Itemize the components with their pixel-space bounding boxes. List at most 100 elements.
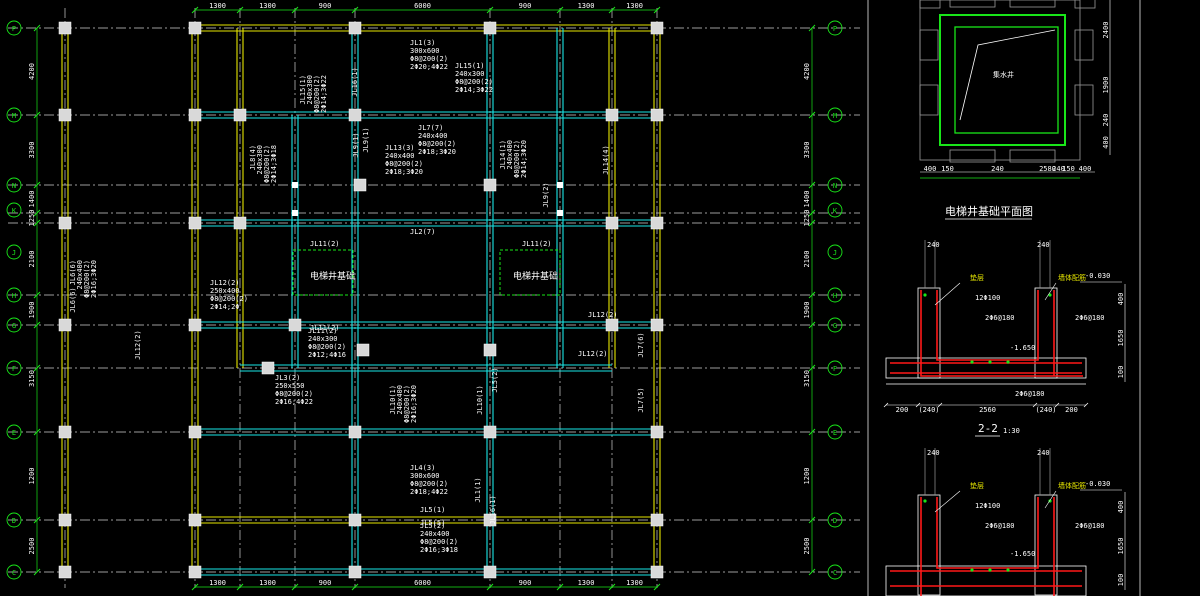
small-column-0 xyxy=(292,182,298,188)
column-40 xyxy=(261,361,275,375)
bottom-dim-label-0: 1300 xyxy=(209,579,226,587)
axis-bubble-right-1 xyxy=(827,107,843,123)
small-column-1 xyxy=(557,182,563,188)
beam-label-jl11-3: 2Φ12;4Φ16 xyxy=(308,351,346,359)
beam-label-jl8-0: JL8(4) xyxy=(249,145,257,170)
left-dim-label-2: 1400 xyxy=(28,191,36,208)
right-dim-tick-6 xyxy=(808,321,816,329)
bottom-dim-tick-2 xyxy=(291,583,299,591)
column-12 xyxy=(605,216,619,230)
s1-right-tag: 墙体配筋 xyxy=(1058,273,1086,282)
beam-label-jl14-2: Φ8@200(2) xyxy=(513,140,521,178)
axis-letter-left-3: K xyxy=(12,207,17,215)
column-30 xyxy=(650,513,664,527)
short-label-15: JL5(5) xyxy=(420,519,445,527)
dp-bottom-dim-3: 2580 xyxy=(1039,165,1056,173)
column-15 xyxy=(650,216,664,230)
column-9 xyxy=(605,108,619,122)
column-20 xyxy=(650,318,664,332)
s2-left-tag: 垫层 xyxy=(970,481,984,490)
axis-bubble-left-2 xyxy=(6,177,22,193)
top-dim-label-6: 1300 xyxy=(626,2,643,10)
left-dim-tick-4 xyxy=(33,219,41,227)
s1-bottom-tick-0 xyxy=(883,402,889,408)
top-dim-tick-3 xyxy=(351,6,359,14)
beam-label-jl8-2: Φ8@200(2) xyxy=(263,145,271,183)
short-label-14: JL1(1) xyxy=(474,477,482,502)
column-26 xyxy=(58,513,72,527)
s1-bottom-dim-1: (240) xyxy=(918,406,939,414)
axis-letter-right-5: H xyxy=(833,292,837,300)
axis-letter-right-3: K xyxy=(833,207,838,215)
column-34 xyxy=(483,565,497,579)
axis-bubble-right-4 xyxy=(827,244,843,260)
beam-label-jl15b-3: 2Φ14;3Φ22 xyxy=(455,86,493,94)
dp-bottom-dim-4: 240 xyxy=(1052,165,1065,173)
top-dim-tick-1 xyxy=(236,6,244,14)
axis-bubble-right-7 xyxy=(827,360,843,376)
axis-bubble-left-10 xyxy=(6,564,22,580)
beam-label-jl7-0: JL7(7) xyxy=(418,124,443,132)
dp-right-dim-1: 1900 xyxy=(1102,77,1110,94)
beam-label-jl7-3: 2Φ18;3Φ20 xyxy=(418,148,456,156)
axis-bubble-right-8 xyxy=(827,424,843,440)
top-dim-label-3: 6000 xyxy=(414,2,431,10)
beam-label-jl1-2: Φ8@200(2) xyxy=(410,55,448,63)
s1-mid-elev: -1.650 xyxy=(1010,344,1035,352)
beam-label-jl6-0: JL6(6) xyxy=(69,260,77,285)
column-5 xyxy=(58,108,72,122)
left-dim-label-3: 1250 xyxy=(28,210,36,227)
right-dim-tick-9 xyxy=(808,516,816,524)
beam-label-jl1-0: JL1(3) xyxy=(410,39,435,47)
s1-rebar-2: 2Φ6@180 xyxy=(985,314,1015,322)
column-11 xyxy=(233,216,247,230)
right-dim-tick-4 xyxy=(808,219,816,227)
right-dim-tick-5 xyxy=(808,291,816,299)
s2-rebar-3: 2Φ6@180 xyxy=(1075,522,1105,530)
bottom-dim-tick-0 xyxy=(191,583,199,591)
column-4 xyxy=(650,21,664,35)
short-label-1: JL11(2) xyxy=(310,240,340,248)
s2-mid-elev: -1.650 xyxy=(1010,550,1035,558)
s1-dim-240-right: 240 xyxy=(1037,241,1050,249)
short-label-2: JL11(2) xyxy=(522,240,552,248)
s2-rebar-2: 2Φ6@180 xyxy=(985,522,1015,530)
short-label-0: JL2(7) xyxy=(410,228,435,236)
column-28 xyxy=(348,513,362,527)
s1-bottom-dim-0: 200 xyxy=(896,406,909,414)
axis-letter-left-6: G xyxy=(12,322,16,330)
beam-label-jl15b-0: JL15(1) xyxy=(455,62,485,70)
column-14 xyxy=(188,216,202,230)
s2-right-dims-label-0: 400 xyxy=(1117,501,1125,514)
beam-label-jl13-2: Φ8@200(2) xyxy=(385,160,423,168)
beam-label-jl15-1: 240x300 xyxy=(306,75,314,105)
beam-label-jl10-0: JL10(1) xyxy=(389,385,397,415)
right-dim-tick-1 xyxy=(808,111,816,119)
short-label-20: JL6(6) xyxy=(69,287,77,312)
beam-label-jl5-3: 2Φ16;3Φ18 xyxy=(420,546,458,554)
top-dim-tick-0 xyxy=(191,6,199,14)
column-27 xyxy=(188,513,202,527)
elevator-pit-left: 电梯井基础 xyxy=(292,249,355,296)
section-second: 240 240 -0.030 -1.650 12Φ100 2Φ6@180 2Φ6… xyxy=(885,448,1126,596)
left-dim-tick-7 xyxy=(33,364,41,372)
elevator-label-right: 电梯井基础 xyxy=(513,270,558,282)
axis-letter-right-0: P xyxy=(833,25,837,33)
s1-right-dims-label-2: 100 xyxy=(1117,366,1125,379)
right-dim-label-8: 2500 xyxy=(803,538,811,555)
column-10 xyxy=(650,108,664,122)
beam-label-jl13-0: JL13(3) xyxy=(385,144,415,152)
column-39 xyxy=(483,343,497,357)
dp-right-dim-3: 400 xyxy=(1102,136,1110,149)
axis-bubble-left-3 xyxy=(6,202,22,218)
axis-letter-left-0: P xyxy=(12,25,16,33)
right-dim-tick-7 xyxy=(808,364,816,372)
top-dim-tick-5 xyxy=(556,6,564,14)
beam-label-jl14-1: 240x400 xyxy=(506,140,514,170)
beam-label-jl15-2: Φ8@200(2) xyxy=(313,75,321,113)
detail-plan-title: 电梯井基础平面图 xyxy=(945,204,1033,218)
column-22 xyxy=(348,425,362,439)
